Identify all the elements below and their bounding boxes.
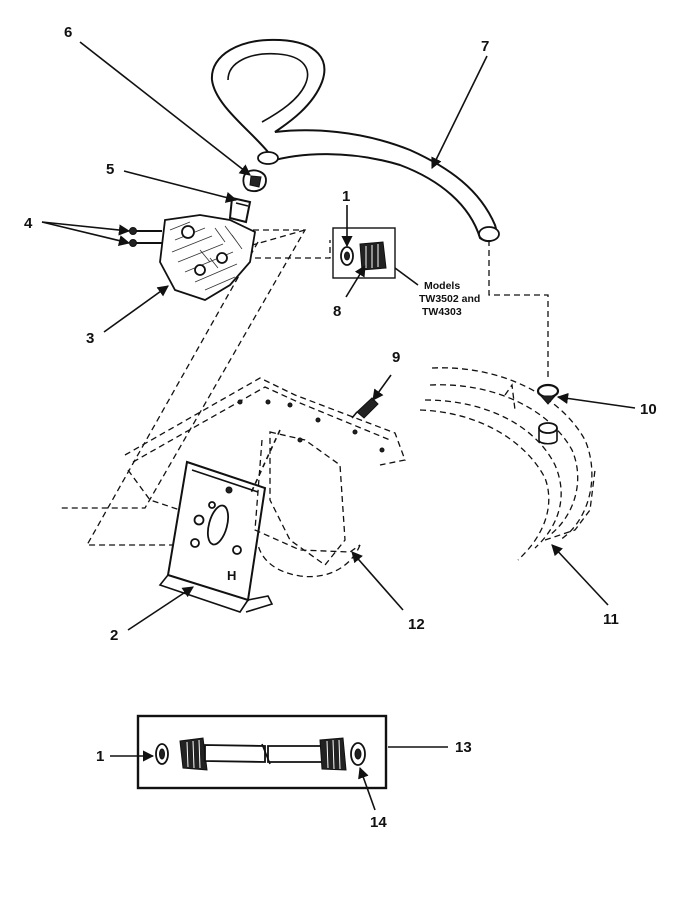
callout-11: 11: [603, 611, 619, 628]
callout-2: 2: [110, 627, 118, 644]
washer-fitting-inset: [332, 227, 396, 279]
hose-clamp-6: [242, 169, 267, 193]
water-valve: [159, 214, 256, 301]
callout-9: 9: [392, 349, 400, 366]
callout-10: 10: [640, 401, 657, 418]
screw-9: [351, 397, 379, 419]
nozzle: [228, 196, 252, 224]
callout-14: 14: [370, 814, 387, 831]
inlet-hose-inset: [136, 714, 388, 790]
hose-clamp-10: [536, 383, 560, 405]
note-line-1: Models: [424, 280, 460, 292]
tub-ring: [419, 367, 596, 561]
callout-8: 8: [333, 303, 341, 320]
callout-3: 3: [86, 330, 94, 347]
fill-hose: [210, 38, 500, 243]
callout-1-bottom: 1: [96, 748, 104, 765]
callout-7: 7: [481, 38, 489, 55]
valve-screws: [129, 227, 162, 247]
callout-12: 12: [408, 616, 425, 633]
note-line-2: TW3502 and: [419, 293, 480, 305]
console-mount: [124, 377, 406, 578]
leader-lines: [41, 41, 636, 811]
note-line-3: TW4303: [422, 306, 462, 318]
callout-6: 6: [64, 24, 72, 41]
callout-1-top: 1: [342, 188, 350, 205]
callout-labels: 6 5 4 3 1 8 7 9 10 11 12 2 1 13 14: [24, 24, 657, 831]
callout-4: 4: [24, 215, 33, 232]
bracket-mark: H: [227, 568, 236, 583]
models-note: Models TW3502 and TW4303: [419, 280, 480, 318]
callout-5: 5: [106, 161, 114, 178]
callout-13: 13: [455, 739, 472, 756]
valve-bracket: H: [158, 460, 274, 613]
